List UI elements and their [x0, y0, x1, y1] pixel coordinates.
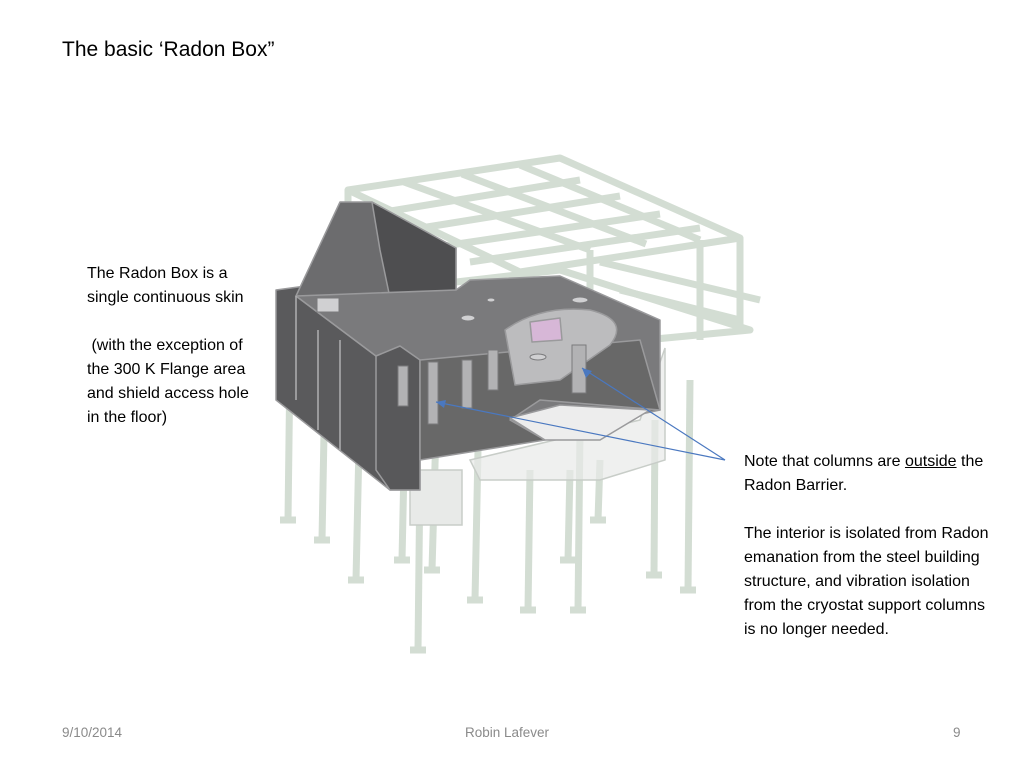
footer-date: 9/10/2014: [62, 725, 123, 740]
steel-frame: [280, 154, 761, 654]
right-annotation-underlined: outside: [904, 453, 957, 470]
right-annotation: Note that columns are outside the Radon …: [744, 450, 994, 642]
left-annotation-line2: (with the exception of the 300 K Flange …: [87, 337, 254, 426]
radon-box: [275, 201, 661, 491]
side-ribs: [295, 296, 341, 450]
flange-port: [316, 297, 340, 313]
support-columns: [397, 344, 587, 425]
right-annotation-part2: the Radon Barrier.: [744, 453, 988, 494]
left-annotation-line1: The Radon Box is a single continuous ski…: [87, 265, 244, 306]
right-annotation-paragraph1: Note that columns are outside the Radon …: [744, 450, 994, 498]
column-cap: [571, 296, 589, 304]
right-annotation-part1: Note that columns are: [744, 453, 905, 470]
column-cap: [529, 353, 547, 361]
left-annotation: The Radon Box is a single continuous ski…: [87, 262, 262, 430]
callout-arrows: [435, 367, 726, 461]
right-annotation-paragraph2: The interior is isolated from Radon eman…: [744, 525, 989, 638]
slide-title: The basic ‘Radon Box”: [62, 38, 275, 61]
column-cap: [486, 297, 496, 303]
column-cap: [460, 314, 476, 322]
footer-author: Robin Lafever: [465, 725, 550, 740]
arrowhead: [582, 368, 592, 378]
arrowhead: [436, 400, 446, 408]
footer-page-number: 9: [953, 725, 961, 740]
lower-enclosure: [409, 347, 666, 526]
